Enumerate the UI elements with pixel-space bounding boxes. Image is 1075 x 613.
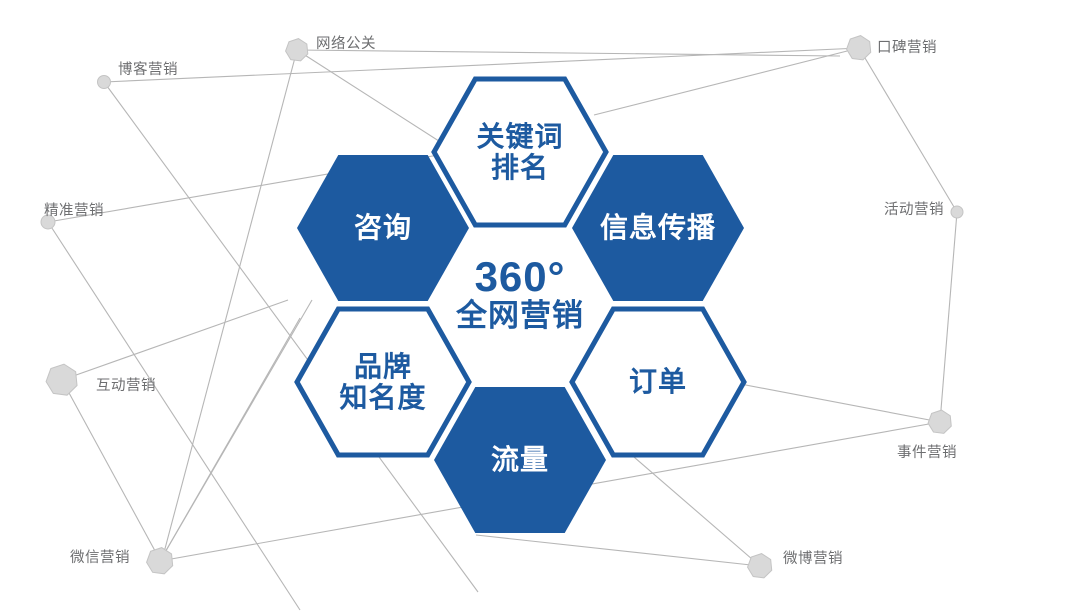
connector-line [593, 47, 860, 116]
node-marker-blog-marketing[interactable] [97, 75, 111, 89]
node-layer [40, 35, 964, 579]
hex-keyword-ranking[interactable] [431, 76, 609, 228]
connector-line [159, 299, 313, 562]
node-label-weibo-marketing: 微博营销 [783, 551, 843, 567]
node-label-word-of-mouth: 口碑营销 [877, 40, 937, 56]
node-label-blog-marketing: 博客营销 [118, 62, 178, 78]
connector-line [61, 299, 289, 381]
hex-traffic[interactable] [434, 387, 606, 533]
hex-consultation[interactable] [297, 155, 469, 301]
connector-line [858, 47, 958, 213]
connector-line [296, 49, 841, 57]
node-label-wechat-marketing: 微信营销 [70, 550, 130, 566]
edge-layer [47, 47, 958, 611]
connector-line [475, 534, 761, 567]
node-marker-event-campaign[interactable] [950, 205, 964, 219]
node-marker-network-pr[interactable] [285, 38, 309, 62]
node-marker-wechat-marketing[interactable] [146, 547, 174, 575]
node-label-event-marketing: 事件营销 [897, 445, 957, 461]
connector-line [103, 47, 861, 83]
node-label-network-pr: 网络公关 [316, 36, 376, 52]
connector-line [47, 221, 301, 611]
hex-brand-awareness[interactable] [294, 306, 472, 458]
node-label-precision-marketing: 精准营销 [44, 203, 104, 219]
node-marker-precision-marketing[interactable] [40, 214, 56, 230]
connector-line [161, 49, 298, 561]
hex-information-spread[interactable] [572, 155, 744, 301]
hex-order[interactable] [569, 306, 747, 458]
hexagon-layer [294, 76, 747, 533]
node-label-interactive-marketing: 互动营销 [96, 378, 156, 394]
node-label-event-campaign: 活动营销 [884, 202, 944, 218]
connector-line [729, 381, 941, 423]
node-marker-event-marketing[interactable] [927, 409, 952, 434]
node-marker-weibo-marketing[interactable] [747, 553, 773, 579]
connector-line [939, 211, 958, 423]
node-marker-word-of-mouth[interactable] [846, 35, 872, 61]
node-marker-interactive-marketing[interactable] [45, 363, 78, 396]
connector-line [296, 49, 457, 153]
connector-line [61, 379, 161, 561]
